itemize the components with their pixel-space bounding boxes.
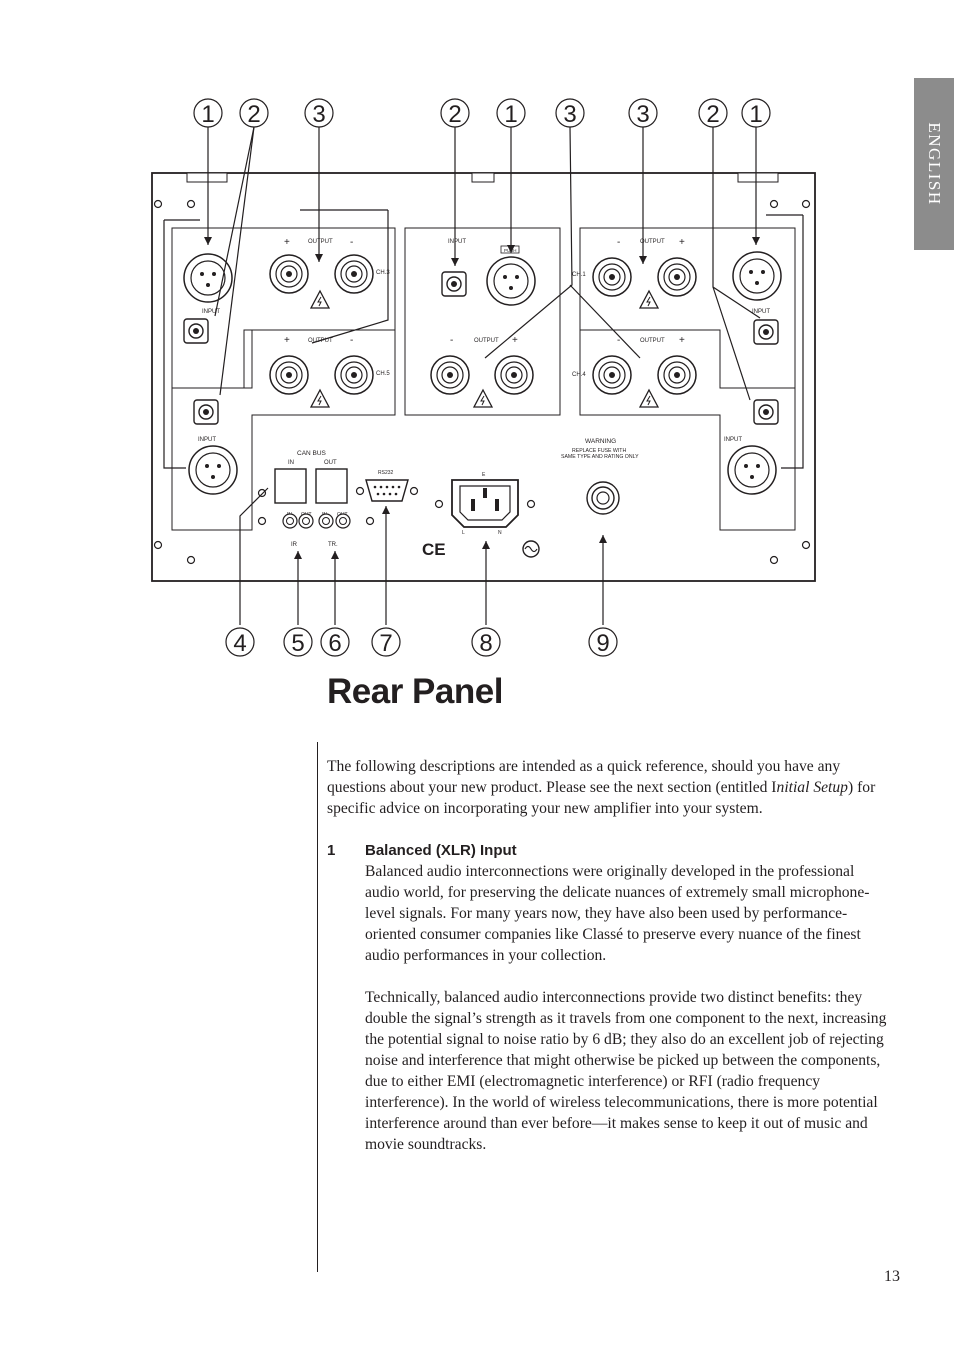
intro-paragraph: The following descriptions are intended … xyxy=(327,758,876,817)
speaker-post-ch1-minus[interactable] xyxy=(592,257,632,297)
right-lower-section xyxy=(579,329,796,531)
minus-label: - xyxy=(617,335,620,346)
ir-label: IR xyxy=(291,542,298,548)
rca-input-ch5[interactable] xyxy=(193,399,219,425)
speaker-post-ch1-plus[interactable] xyxy=(657,257,697,297)
item-paragraph: Technically, balanced audio interconnect… xyxy=(365,989,887,1153)
speaker-post-ch2-minus[interactable] xyxy=(430,355,470,395)
callout-leader-lines xyxy=(163,126,804,625)
callout-1: 1 xyxy=(504,101,517,128)
xlr-input-ch4[interactable] xyxy=(727,445,777,495)
input-label: INPUT xyxy=(724,437,742,443)
callout-3: 3 xyxy=(563,101,576,128)
status-led xyxy=(257,488,267,498)
can-out-label: OUT xyxy=(324,460,337,466)
speaker-post-ch2-plus[interactable] xyxy=(494,355,534,395)
input-label: INPUT xyxy=(448,239,466,245)
page-number: 13 xyxy=(884,1268,900,1285)
callout-5: 5 xyxy=(291,630,304,657)
minus-label: - xyxy=(350,237,353,248)
plus-label: + xyxy=(679,335,685,346)
ch3-label: CH.3 xyxy=(376,270,390,276)
fuse-warning-line-1: REPLACE FUSE WITH xyxy=(572,448,626,454)
trigger-label: TR. xyxy=(328,542,338,548)
warning-label: WARNING xyxy=(585,438,616,445)
neutral-label: N xyxy=(498,530,502,536)
item-heading: 1 Balanced (XLR) Input xyxy=(327,840,887,861)
xlr-input-ch2[interactable] xyxy=(486,256,536,306)
callout-2: 2 xyxy=(706,101,719,128)
xlr-input-ch3[interactable] xyxy=(183,253,233,303)
ir-in-jack[interactable] xyxy=(282,513,298,529)
item-paragraph: Balanced audio interconnections were ori… xyxy=(365,863,870,964)
callout-7: 7 xyxy=(379,630,392,657)
left-lower-section xyxy=(171,329,396,531)
rs232-label: RS232 xyxy=(378,470,394,476)
callout-2: 2 xyxy=(448,101,461,128)
speaker-post-ch3-minus[interactable] xyxy=(334,254,374,294)
rs232-port[interactable] xyxy=(365,479,409,502)
rca-input-ch1[interactable] xyxy=(753,319,779,345)
ch4-label: CH.4 xyxy=(572,372,586,378)
input-label: INPUT xyxy=(202,309,220,315)
rca-input-ch2[interactable] xyxy=(441,271,467,297)
callout-1: 1 xyxy=(749,101,762,128)
margin-rule xyxy=(317,742,318,1272)
can-bus-label: CAN BUS xyxy=(297,450,327,457)
minus-label: - xyxy=(617,237,620,248)
callout-2: 2 xyxy=(247,101,260,128)
speaker-post-ch4-plus[interactable] xyxy=(657,355,697,395)
line-label: L xyxy=(462,530,465,536)
output-label: OUTPUT xyxy=(640,338,665,344)
item-title: Balanced (XLR) Input xyxy=(365,842,517,859)
can-bus-in-port[interactable] xyxy=(274,468,307,504)
speaker-post-ch5-plus[interactable] xyxy=(269,355,309,395)
minus-label: - xyxy=(450,335,453,346)
can-in-label: IN xyxy=(288,460,294,466)
plus-label: + xyxy=(679,237,685,248)
output-label: OUTPUT xyxy=(640,239,665,245)
center-section xyxy=(404,227,561,416)
callout-6: 6 xyxy=(328,630,341,657)
callout-1: 1 xyxy=(201,101,214,128)
rca-input-ch4[interactable] xyxy=(753,399,779,425)
callout-3: 3 xyxy=(312,101,325,128)
callout-4: 4 xyxy=(233,630,246,657)
ch1-label: CH.1 xyxy=(572,272,586,278)
language-tab: ENGLISH xyxy=(914,78,954,250)
output-label: OUTPUT xyxy=(474,338,499,344)
xlr-input-ch1[interactable] xyxy=(732,251,782,301)
plus-label: + xyxy=(284,335,290,346)
item-number: 1 xyxy=(327,842,336,859)
speaker-post-ch4-minus[interactable] xyxy=(592,355,632,395)
callout-8: 8 xyxy=(479,630,492,657)
input-label: INPUT xyxy=(752,309,770,315)
minus-label: - xyxy=(350,335,353,346)
ir-out-jack[interactable] xyxy=(298,513,314,529)
page-title: Rear Panel xyxy=(327,672,503,711)
plus-label: + xyxy=(284,237,290,248)
plus-label: + xyxy=(512,335,518,346)
xlr-input-ch5[interactable] xyxy=(188,445,238,495)
callout-9: 9 xyxy=(596,630,609,657)
can-bus-out-port[interactable] xyxy=(315,468,348,504)
speaker-post-ch5-minus[interactable] xyxy=(334,355,374,395)
rca-input-ch3[interactable] xyxy=(183,318,209,344)
ch5-label: CH.5 xyxy=(376,371,390,377)
speaker-post-ch3-plus[interactable] xyxy=(269,254,309,294)
rear-panel-diagram: INPUT INPUT + OUTPUT - CH.3 + OUTPUT - C… xyxy=(0,0,954,670)
input-label: INPUT xyxy=(198,437,216,443)
ce-mark: CE xyxy=(422,540,446,559)
trigger-out-jack[interactable] xyxy=(335,513,351,529)
callout-3: 3 xyxy=(636,101,649,128)
output-label: OUTPUT xyxy=(308,239,333,245)
fuse-warning-line-2: SAME TYPE AND RATING ONLY xyxy=(561,454,639,460)
body-text: The following descriptions are intended … xyxy=(327,756,887,1176)
earth-label: E xyxy=(482,472,486,478)
trigger-in-jack[interactable] xyxy=(318,513,334,529)
